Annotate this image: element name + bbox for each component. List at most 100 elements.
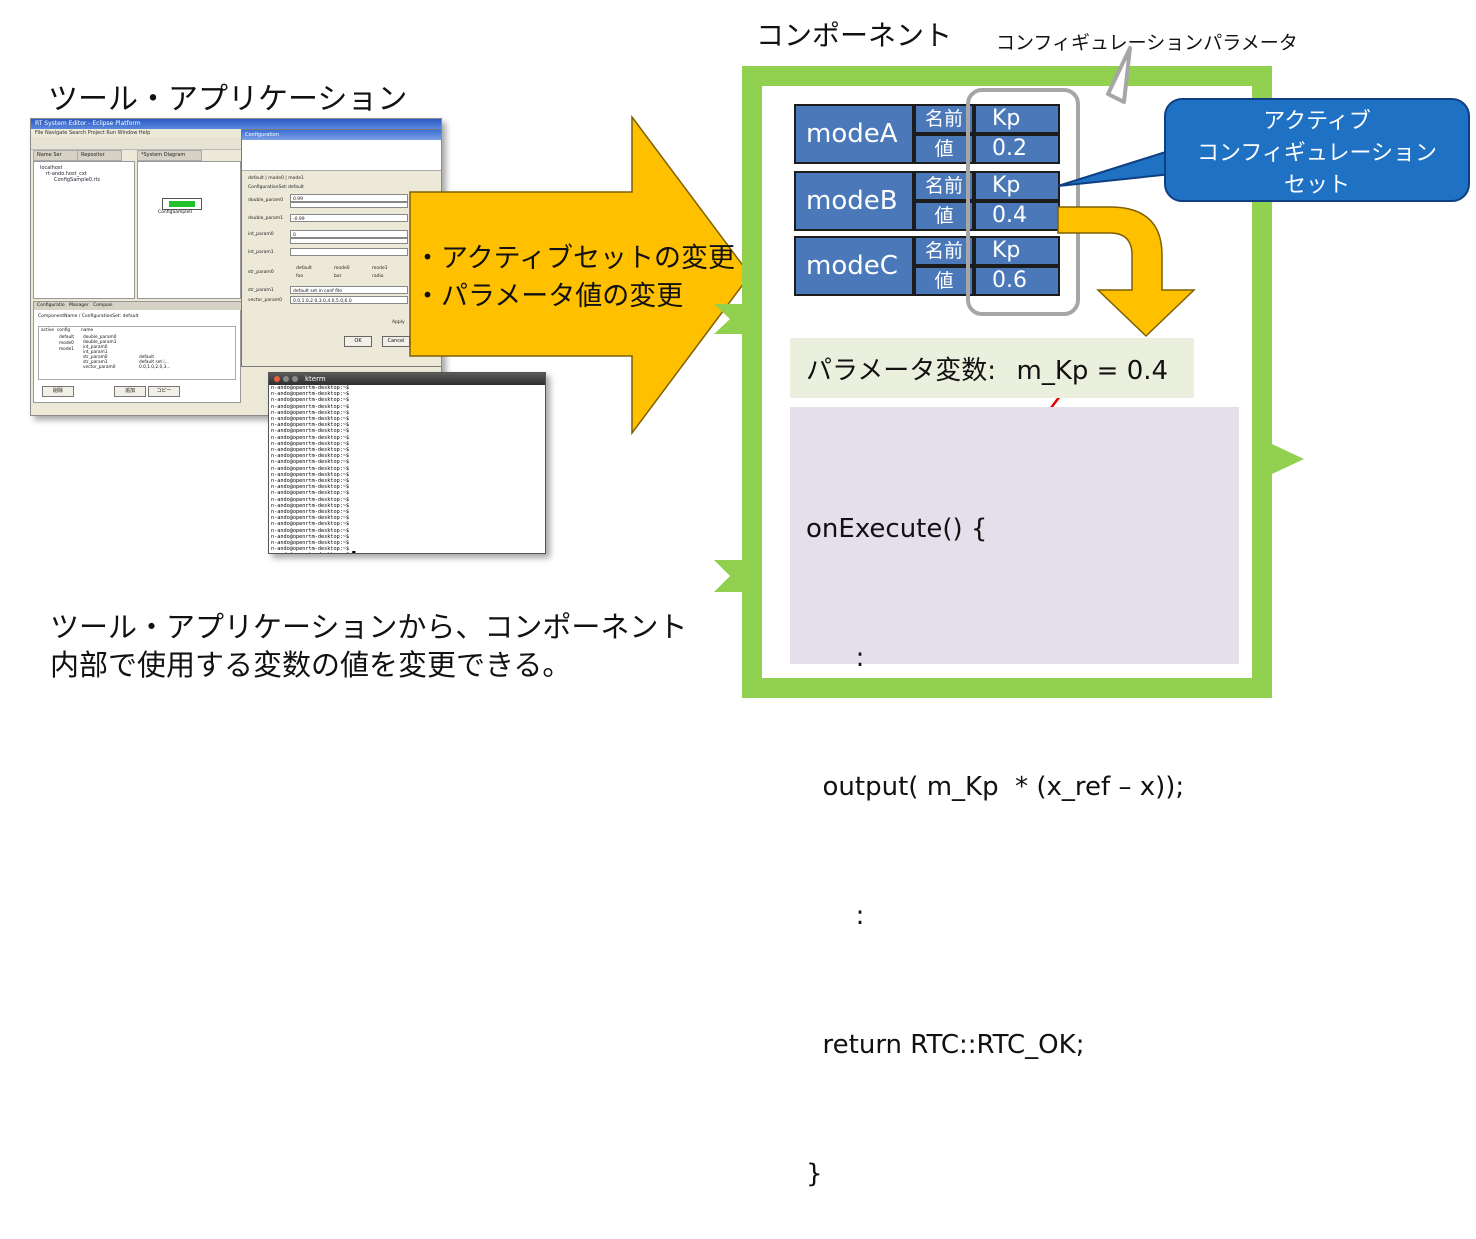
param-field[interactable]: -0.99 — [290, 214, 408, 222]
param-field[interactable] — [290, 248, 408, 256]
kterm-title: kterm — [305, 375, 326, 383]
param-row: int_param0 — [83, 345, 108, 350]
active-config-set-callout: アクティブ コンフィギュレーション セット — [1164, 98, 1470, 202]
col-name: name — [81, 328, 94, 333]
terminal-line: n-ando@openrtm-desktop:~$ — [271, 385, 350, 391]
param-value: 0 — [293, 233, 296, 238]
value-cell: default — [139, 355, 155, 360]
terminal-line: n-ando@openrtm-desktop:~$ — [271, 416, 350, 423]
config-table: active config name default mode0 mode1 d… — [38, 326, 236, 380]
terminal-line: n-ando@openrtm-desktop:~$ — [271, 434, 350, 441]
param-label: int_param1 — [248, 250, 274, 255]
apply-checkbox[interactable]: Apply — [392, 320, 405, 325]
terminal-line: n-ando@openrtm-desktop:~$ — [271, 428, 350, 435]
output-port — [1272, 444, 1304, 474]
param-value: default set in conf file — [293, 289, 343, 294]
config-row: mode0 — [59, 341, 74, 346]
terminal-line: n-ando@openrtm-desktop:~$ — [271, 453, 350, 460]
param-row: double_param0 — [83, 335, 117, 340]
terminal-line: n-ando@openrtm-desktop:~$ — [271, 490, 350, 497]
variable-name: m_Kp — [1016, 356, 1089, 386]
mode-a-name-value: Kp — [974, 104, 1060, 134]
radio-option[interactable]: mode0 — [334, 266, 350, 271]
menu-bar: File Navigate Search Project Run Window … — [31, 129, 441, 137]
tab-composite: Composi — [93, 303, 113, 308]
code-line: : — [806, 901, 865, 931]
tool-title: ツール・アプリケーション — [48, 82, 408, 117]
radio-option[interactable]: foo — [296, 274, 304, 279]
configuration-view-pane: Configuratio Manager Composi ComponentNa… — [33, 301, 243, 403]
tab-manager: Manager — [68, 303, 89, 308]
config-row: default — [59, 335, 75, 340]
code-block: onExecute() { : output( m_Kp * (x_ref – … — [806, 422, 1184, 1239]
close-icon[interactable] — [274, 376, 280, 382]
tree-item: localhost — [40, 165, 63, 171]
param-value: 0.0,1.0,2.0,3.0,4.0,5.0,6.0 — [293, 299, 352, 304]
config-callout-tail — [1106, 46, 1132, 104]
input-port-top — [714, 304, 748, 334]
param-field[interactable]: default set in conf file — [290, 286, 408, 294]
mode-a-value-label: 値 — [914, 134, 974, 164]
tree-item: ConfigSample0.rtc — [54, 177, 101, 183]
copy-button[interactable]: コピー — [148, 386, 180, 397]
value-flow-arrow — [1057, 206, 1196, 338]
terminal-body[interactable]: n-ando@openrtm-desktop:~$n-ando@openrtm-… — [269, 385, 545, 553]
parameter-variable-text: パラメータ変数: m_Kp = 0.4 — [806, 350, 1168, 387]
param-label: str_param0 — [248, 270, 274, 275]
terminal-line: n-ando@openrtm-desktop:~$ █ — [269, 552, 545, 553]
mode-c-label: modeC — [794, 236, 914, 296]
maximize-icon[interactable] — [292, 376, 298, 382]
param-field[interactable]: 0.99 — [290, 194, 408, 202]
mode-c-name-value: Kp — [974, 236, 1060, 266]
radio-option[interactable]: bar — [334, 274, 342, 279]
minimize-icon[interactable] — [283, 376, 289, 382]
radio-option[interactable]: default — [296, 266, 312, 271]
radio-option[interactable]: mode1 — [372, 266, 388, 271]
terminal-line: n-ando@openrtm-desktop:~$ — [271, 509, 350, 516]
param-label: vector_param0 — [248, 298, 282, 303]
param-field[interactable]: 0 — [290, 230, 408, 238]
value-cell: default set i... — [139, 360, 169, 365]
mode-b-value: 0.4 — [974, 201, 1060, 231]
terminal-line: n-ando@openrtm-desktop:~$ — [271, 465, 350, 472]
config-row: mode1 — [59, 347, 74, 352]
eclipse-screenshot: RT System Editor - Eclipse Platform File… — [30, 118, 442, 416]
terminal-line: n-ando@openrtm-desktop:~$ — [271, 502, 350, 509]
window-title: RT System Editor - Eclipse Platform — [31, 119, 441, 129]
terminal-line: n-ando@openrtm-desktop:~$ — [271, 533, 350, 540]
input-port-bottom — [714, 560, 748, 592]
param-field[interactable]: 0.0,1.0,2.0,3.0,4.0,5.0,6.0 — [290, 296, 408, 304]
callout-line2: コンフィギュレーション — [1196, 141, 1438, 166]
mode-b-name-label: 名前 — [914, 171, 974, 201]
mode-a-label: modeA — [794, 104, 914, 164]
bottom-tabs: Configuratio Manager Composi — [34, 302, 243, 310]
param-slider[interactable] — [290, 238, 408, 244]
parameter-variable-box — [790, 338, 1194, 398]
caption: ツール・アプリケーションから、コンポーネント 内部で使用する変数の値を変更できる… — [50, 608, 687, 684]
arrow-text: ・アクティブセットの変更 ・パラメータ値の変更 — [414, 240, 735, 316]
mode-c-value: 0.6 — [974, 266, 1060, 296]
tab-configuration: Configuratio — [37, 303, 65, 308]
col-active: active — [41, 328, 55, 333]
add-button[interactable]: 追加 — [114, 386, 146, 397]
overlay-graphics — [409, 114, 1304, 592]
config-set-value: default — [288, 185, 304, 190]
ok-button[interactable]: OK — [344, 336, 372, 347]
param-value: -0.99 — [293, 217, 305, 222]
param-row: double_param1 — [83, 340, 117, 345]
config-param-highlight — [966, 88, 1080, 316]
terminal-line: n-ando@openrtm-desktop:~$ — [271, 527, 350, 534]
delete-button[interactable]: 削除 — [42, 386, 74, 397]
mode-a-name-label: 名前 — [914, 104, 974, 134]
terminal-line: n-ando@openrtm-desktop:~$ — [271, 521, 350, 528]
code-output-expr: * (x_ref – x)); — [1006, 772, 1185, 802]
config-parameter-label: コンフィギュレーションパラメータ — [996, 32, 1298, 54]
param-slider[interactable] — [290, 202, 408, 208]
param-row: str_param1 — [83, 360, 108, 365]
variable-rest: = 0.4 — [1096, 356, 1169, 386]
mode-b-value-label: 値 — [914, 201, 974, 231]
radio-option[interactable]: radio — [372, 274, 384, 279]
dialog-tabs[interactable]: default | mode0 | mode1 — [248, 176, 304, 181]
bottom-header: ComponentName / ConfigurationSet: defaul… — [38, 314, 139, 319]
terminal-line: n-ando@openrtm-desktop:~$ — [271, 447, 350, 454]
